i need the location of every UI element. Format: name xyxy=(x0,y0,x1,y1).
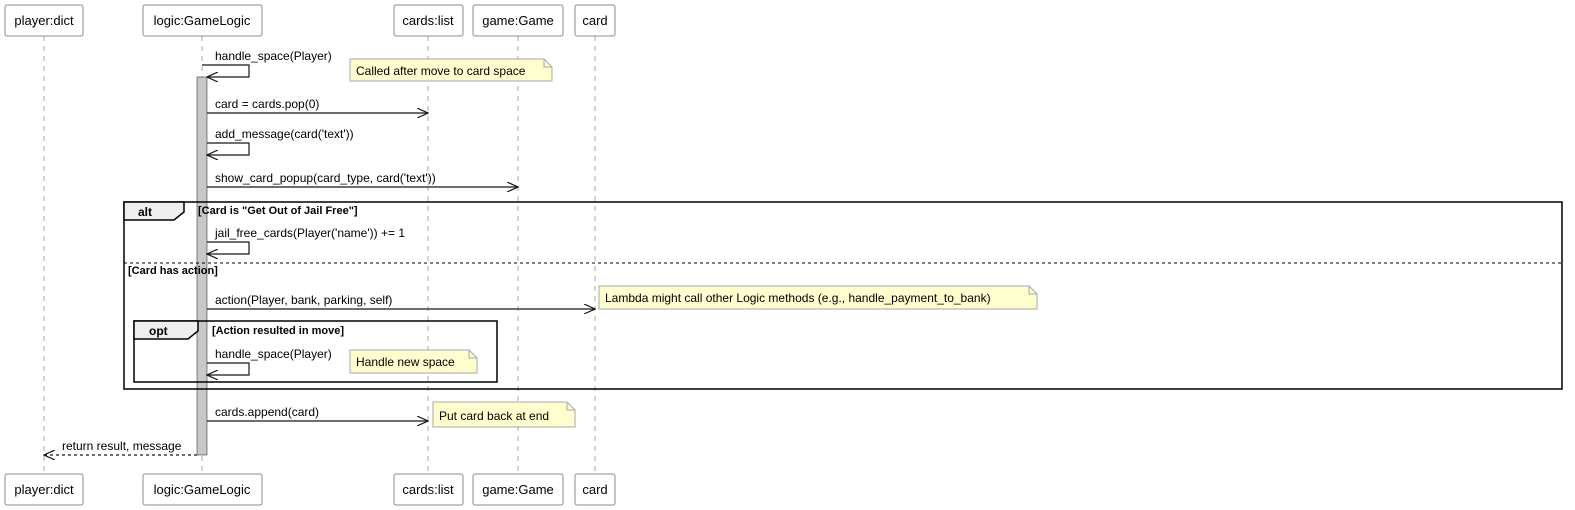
messages xyxy=(44,64,595,455)
fragment-opt-guard: [Action resulted in move] xyxy=(212,325,344,337)
participant-game-bottom: game:Game xyxy=(472,473,564,506)
message-m1-label: handle_space(Player) xyxy=(215,49,332,63)
participant-game-top-label: game:Game xyxy=(482,13,554,28)
participant-player-bottom-label: player:dict xyxy=(14,482,74,497)
message-m3 xyxy=(207,142,250,155)
note-n2: Lambda might call other Logic methods (e… xyxy=(598,285,1038,310)
participant-player-bottom: player:dict xyxy=(4,473,84,506)
fragment-alt-frame xyxy=(123,201,1563,390)
fragment-opt-frame xyxy=(133,320,498,383)
message-m5-label: jail_free_cards(Player('name')) += 1 xyxy=(214,226,405,240)
message-m1 xyxy=(202,64,250,77)
message-m7-label: handle_space(Player) xyxy=(215,347,332,361)
message-m4-label: show_card_popup(card_type, card('text')) xyxy=(215,171,436,185)
message-m6-label: action(Player, bank, parking, self) xyxy=(215,293,392,307)
participant-game-bottom-label: game:Game xyxy=(482,482,554,497)
message-m2-label: card = cards.pop(0) xyxy=(215,97,319,111)
note-n3-text: Handle new space xyxy=(356,355,455,369)
message-labels: handle_space(Player) card = cards.pop(0)… xyxy=(62,49,436,453)
note-n4-text: Put card back at end xyxy=(439,409,549,423)
participant-card-bottom-label: card xyxy=(582,482,607,497)
message-m7 xyxy=(207,362,250,375)
fragment-alt-else-guard: [Card has action] xyxy=(128,265,218,277)
fragment-opt: opt [Action resulted in move] xyxy=(133,320,498,383)
fragment-alt-keyword: alt xyxy=(138,205,152,219)
fragment-alt-guard: [Card is "Get Out of Jail Free"] xyxy=(198,205,358,217)
note-n1: Called after move to card space xyxy=(349,58,553,82)
fragment-opt-tab xyxy=(133,320,199,340)
fragment-alt-tab xyxy=(123,201,185,221)
message-m5 xyxy=(207,241,250,254)
note-n3: Handle new space xyxy=(349,349,478,374)
message-m8-label: cards.append(card) xyxy=(215,405,319,419)
note-n1-text: Called after move to card space xyxy=(356,64,526,78)
participants-bottom: player:dict logic:GameLogic cards:list g… xyxy=(4,473,616,506)
participant-cards-top: cards:list xyxy=(393,4,464,37)
activation-bar-logic xyxy=(196,76,208,456)
participants-top: player:dict logic:GameLogic cards:list g… xyxy=(4,4,616,37)
participant-logic-top-label: logic:GameLogic xyxy=(154,13,251,28)
note-n4: Put card back at end xyxy=(432,401,576,428)
note-n2-text: Lambda might call other Logic methods (e… xyxy=(605,291,991,305)
participant-card-bottom: card xyxy=(574,473,616,506)
participant-cards-top-label: cards:list xyxy=(402,13,454,28)
participant-player-top: player:dict xyxy=(4,4,84,37)
fragment-alt: alt [Card is "Get Out of Jail Free"] [Ca… xyxy=(123,201,1563,390)
message-m9-label: return result, message xyxy=(62,439,182,453)
participant-cards-bottom-label: cards:list xyxy=(402,482,454,497)
participant-card-top-label: card xyxy=(582,13,607,28)
participant-cards-bottom: cards:list xyxy=(393,473,464,506)
participant-game-top: game:Game xyxy=(472,4,564,37)
participant-logic-top: logic:GameLogic xyxy=(142,4,263,37)
participant-logic-bottom-label: logic:GameLogic xyxy=(154,482,251,497)
message-m3-label: add_message(card('text')) xyxy=(215,127,354,141)
participant-player-top-label: player:dict xyxy=(14,13,74,28)
participant-card-top: card xyxy=(574,4,616,37)
fragment-opt-keyword: opt xyxy=(149,324,168,338)
notes: Called after move to card space Lambda m… xyxy=(349,58,1038,428)
participant-logic-bottom: logic:GameLogic xyxy=(142,473,263,506)
